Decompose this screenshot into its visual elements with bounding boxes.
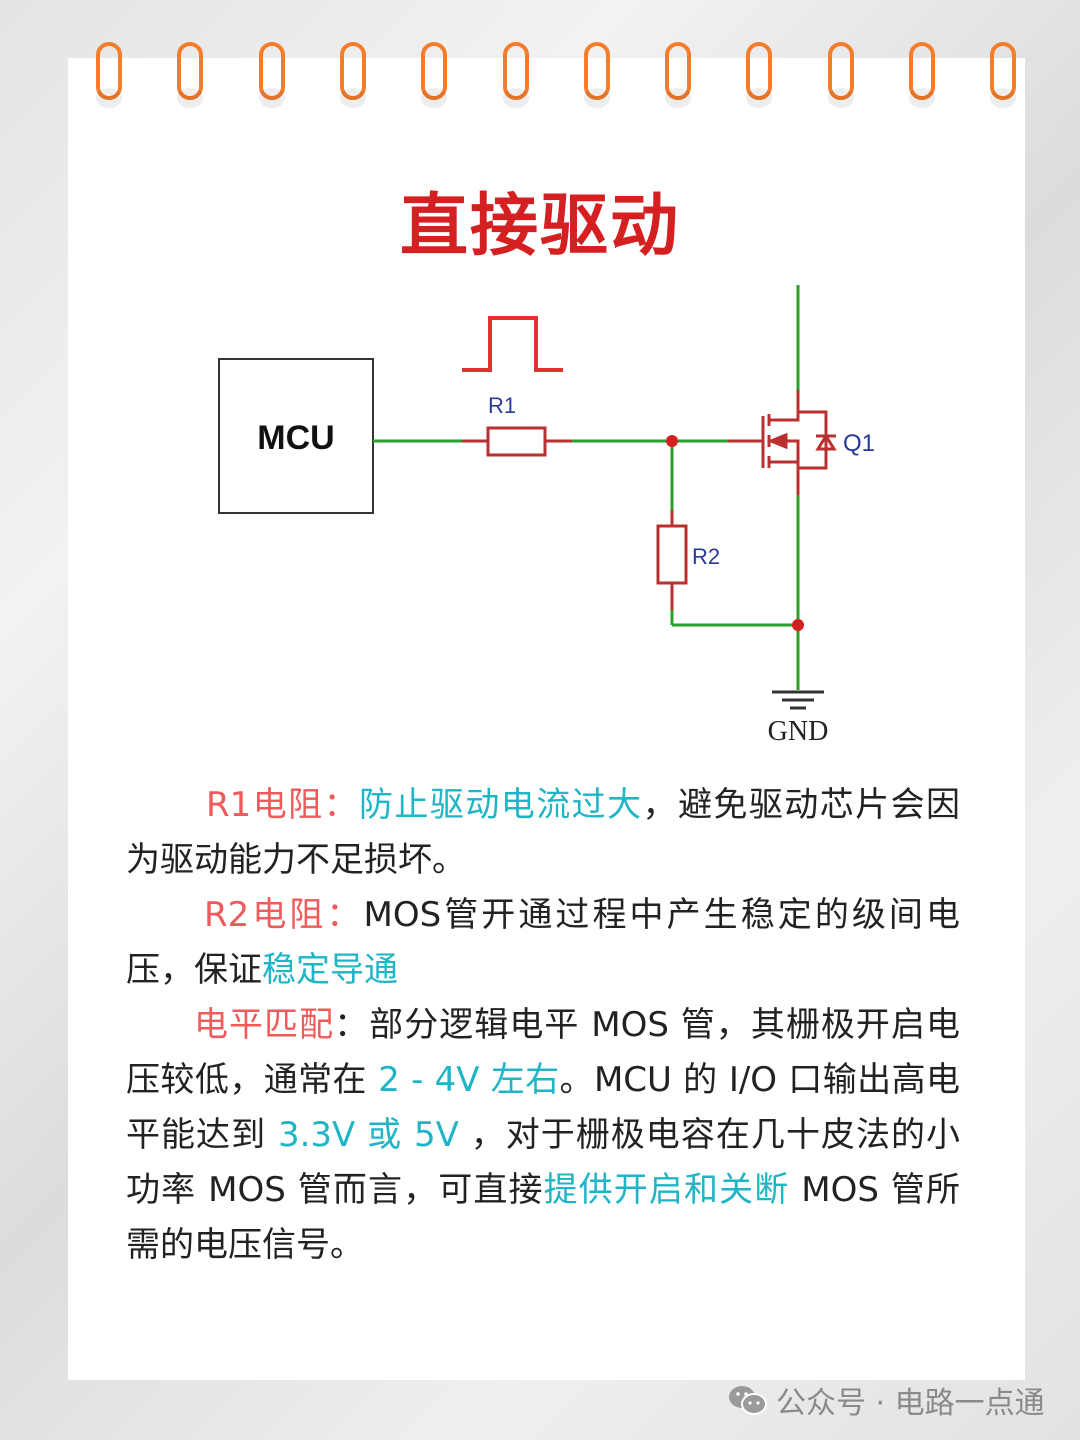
description-text: R1电阻：防止驱动电流过大，避免驱动芯片会因为驱动能力不足损坏。R2电阻：MOS… [126,778,960,1273]
ground-symbol [772,690,824,710]
text-segment: 2 - 4V 左右 [378,1060,560,1100]
text-segment: 提供开启和关断 [543,1170,790,1210]
binding-ring [421,42,448,108]
text-segment: 3.3V 或 5V [277,1115,459,1155]
footer-account: 公众号 · 电路一点通 [728,1378,1045,1422]
junction-dot [792,619,804,631]
mcu-label: MCU [257,419,334,457]
binding-ring [583,42,610,108]
text-segment: ，避免驱动芯片会因为驱动能力不足损坏。 [126,785,961,880]
wires [373,285,800,690]
paragraph: 电平匹配：部分逻辑电平 MOS 管，其栅极开启电压较低，通常在 2 - 4V 左… [126,998,960,1273]
text-segment: 电平匹配 [194,1005,335,1045]
pulse-signal [462,316,563,372]
binding-ring [827,42,854,108]
binding-ring [177,42,204,108]
circuit-diagram: MCU R1 R2 Q1 GND [218,285,875,747]
binding-ring [665,42,692,108]
binding-ring [96,42,122,108]
r1-label: R1 [488,393,516,418]
text-segment: MOS 管所需的电压信号。 [126,1170,961,1265]
paragraph: R2电阻：MOS管开通过程中产生稳定的级间电压，保证稳定导通 [126,888,960,998]
binding-ring [746,42,773,108]
gnd-label: GND [768,716,829,747]
spiral-binding [96,42,1026,112]
binding-ring [258,42,285,108]
page-title: 直接驱动 [399,187,680,266]
footer-label: 公众号 · 电路一点通 [776,1386,1045,1421]
r2-label: R2 [692,544,720,569]
binding-ring [502,42,529,108]
wechat-icon [729,1386,767,1415]
text-segment: 稳定导通 [262,950,398,990]
resistor-r2 [656,510,688,610]
text-segment: 防止驱动电流过大 [359,785,643,825]
text-segment: R1电阻： [206,785,360,825]
text-segment: 。MCU 的 I/O 口输出高电平能达到 [126,1060,960,1155]
paragraph: R1电阻：防止驱动电流过大，避免驱动芯片会因为驱动能力不足损坏。 [126,778,960,888]
mcu-block [218,358,374,514]
binding-ring [339,42,366,108]
mosfet-q1 [728,390,837,495]
text-segment: ：部分逻辑电平 MOS 管，其栅极开启电压较低，通常在 [126,1005,960,1100]
binding-ring [990,42,1017,108]
text-segment: R2电阻： [204,895,364,935]
q1-label: Q1 [843,430,875,457]
text-segment: MOS管开通过程中产生稳定的级间电压，保证 [126,895,960,990]
paper-card [68,58,1025,1380]
binding-ring [909,42,935,108]
resistor-r1 [462,426,572,457]
junction-dot [666,435,678,447]
text-segment: ，对于栅极电容在几十皮法的小功率 MOS 管而言，可直接 [126,1115,961,1210]
